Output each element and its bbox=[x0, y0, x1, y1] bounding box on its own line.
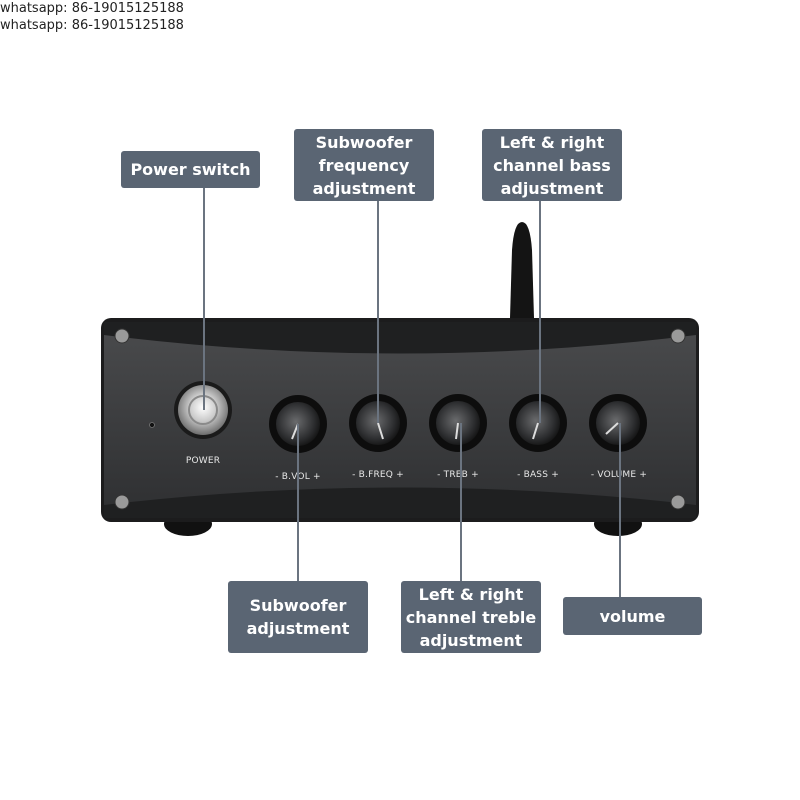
callout-channel-treble: Left & right channel treble adjustment bbox=[401, 581, 541, 653]
leader-power bbox=[203, 188, 205, 410]
knob-bfreq bbox=[349, 394, 407, 452]
antenna bbox=[510, 222, 534, 318]
knob-label-treb: - TREB + bbox=[437, 470, 479, 480]
contact-line-2: whatsapp: 86-19015125188 bbox=[0, 18, 184, 33]
power-led bbox=[149, 422, 155, 428]
power-label: POWER bbox=[185, 456, 221, 466]
callout-subwoofer-adjustment: Subwoofer adjustment bbox=[228, 581, 368, 653]
leader-sub-freq bbox=[377, 200, 379, 423]
contact-line-1: whatsapp: 86-19015125188 bbox=[0, 1, 184, 16]
callout-volume: volume bbox=[563, 597, 702, 635]
screws bbox=[114, 328, 686, 510]
knob-treb bbox=[429, 394, 487, 452]
callout-subwoofer-frequency: Subwoofer frequency adjustment bbox=[294, 129, 434, 201]
knob-bass bbox=[509, 394, 567, 452]
leader-bass bbox=[539, 200, 541, 423]
knob-label-volume: - VOLUME + bbox=[590, 470, 648, 480]
knob-label-bfreq: - B.FREQ + bbox=[352, 470, 404, 480]
leader-sub-adj bbox=[297, 424, 299, 582]
knob-volume bbox=[589, 394, 647, 452]
callout-channel-bass: Left & right channel bass adjustment bbox=[482, 129, 622, 201]
leader-treble bbox=[460, 423, 462, 583]
leader-volume bbox=[619, 423, 621, 599]
callout-power-switch: Power switch bbox=[121, 151, 260, 188]
knob-label-bass: - BASS + bbox=[517, 470, 559, 480]
